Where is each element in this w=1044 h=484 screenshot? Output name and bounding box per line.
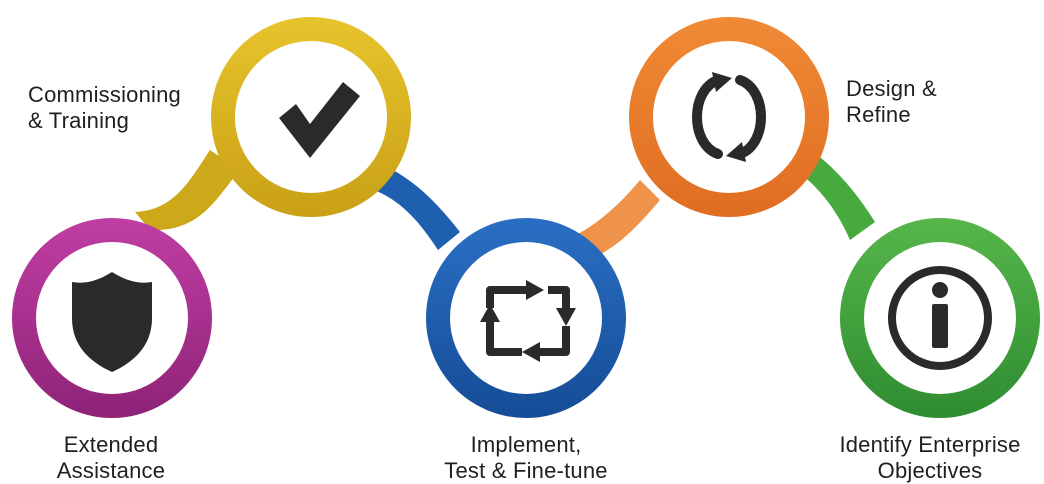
label-commissioning-training: Commissioning & Training [28, 82, 218, 134]
label-design-refine: Design & Refine [846, 76, 966, 128]
cycle-arrows-icon [486, 286, 570, 356]
label-implement-test: Implement, Test & Fine-tune [420, 432, 632, 484]
ring-inner-yellow [235, 41, 387, 193]
label-line: Test & Fine-tune [444, 458, 608, 483]
step-design-refine [629, 17, 829, 217]
step-implement-test [426, 218, 626, 418]
shield-icon [72, 272, 152, 372]
label-line: Refine [846, 102, 911, 127]
label-line: Implement, [470, 432, 582, 457]
step-commissioning-training [211, 17, 411, 217]
step-extended-assistance [12, 218, 212, 418]
info-icon [888, 266, 992, 370]
refresh-icon [692, 72, 766, 162]
label-line: Design & [846, 76, 937, 101]
label-line: Assistance [56, 458, 166, 483]
label-line: Identify Enterprise [839, 432, 1021, 457]
ring-inner-orange [653, 41, 805, 193]
label-line: Extended [63, 432, 159, 457]
step-identify-objectives [840, 218, 1040, 418]
label-line: Commissioning [28, 82, 181, 107]
ring-inner-blue [450, 242, 602, 394]
label-extended-assistance: Extended Assistance [36, 432, 186, 484]
label-line: Objectives [877, 458, 983, 483]
connector-purple-yellow [135, 150, 240, 231]
cycle-arrowheads [480, 280, 576, 362]
label-identify-objectives: Identify Enterprise Objectives [822, 432, 1038, 484]
label-line: & Training [28, 108, 130, 133]
checkmark-icon [279, 82, 360, 158]
